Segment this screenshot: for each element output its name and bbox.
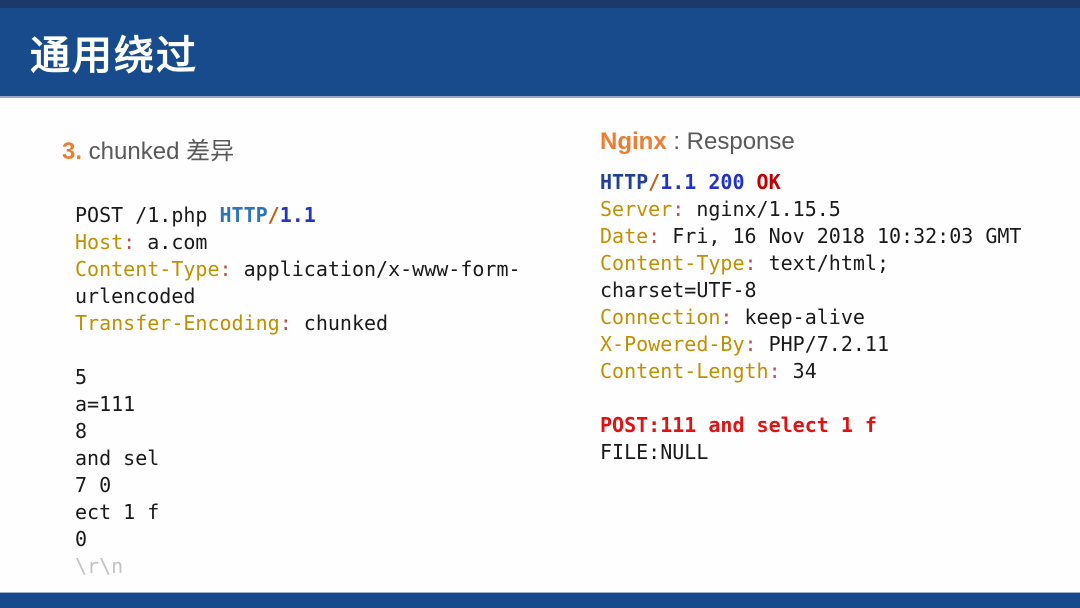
code-line <box>600 385 1060 412</box>
code-line <box>75 337 562 364</box>
code-segment: 1.1 <box>279 203 316 227</box>
code-line: and sel <box>75 445 562 472</box>
bottom-bar <box>0 592 1080 608</box>
code-segment: a=111 <box>75 392 136 416</box>
code-line: ect 1 f <box>75 499 562 526</box>
code-segment: : <box>279 311 292 335</box>
code-line: 5 <box>75 364 562 391</box>
code-line: Date: Fri, 16 Nov 2018 10:32:03 GMT <box>600 223 1060 250</box>
slide-title: 通用绕过 <box>30 34 198 78</box>
code-segment: : <box>720 305 733 329</box>
code-segment: Connection <box>600 305 721 329</box>
code-segment: 0 <box>75 527 88 551</box>
response-heading-server-name: Nginx <box>600 128 667 155</box>
request-heading-text: chunked 差异 <box>82 138 235 165</box>
code-segment: : <box>744 332 757 356</box>
code-segment: charset=UTF-8 <box>600 278 757 302</box>
code-segment: \r\n <box>75 554 124 578</box>
code-line: POST /1.php HTTP/1.1 <box>75 202 562 229</box>
code-segment: Content-Type <box>600 251 745 275</box>
code-segment: Transfer-Encoding <box>75 311 280 335</box>
code-line: 0 <box>75 526 562 553</box>
code-segment: nginx/1.15.5 <box>684 197 841 221</box>
code-segment: / <box>267 203 280 227</box>
code-line: Host: a.com <box>75 229 562 256</box>
code-line: 8 <box>75 418 562 445</box>
code-segment: / <box>648 170 661 194</box>
code-segment: Content-Type <box>75 257 220 281</box>
code-line: Connection: keep-alive <box>600 304 1060 331</box>
code-line: Content-Type: application/x-www-form- <box>75 256 562 283</box>
code-segment: HTTP <box>600 170 649 194</box>
code-segment: application/x-www-form- <box>231 257 521 281</box>
code-segment: : <box>219 257 232 281</box>
code-segment: a.com <box>135 230 208 254</box>
code-line: POST:111 and select 1 f <box>600 412 1060 439</box>
top-strip <box>0 0 1080 8</box>
code-segment: POST:111 and select 1 f <box>600 413 877 437</box>
code-segment: : <box>648 224 661 248</box>
code-segment: keep-alive <box>732 305 865 329</box>
code-line: FILE:NULL <box>600 439 1060 466</box>
code-segment: and sel <box>75 446 160 470</box>
code-segment: : <box>744 251 757 275</box>
response-heading-text: : Response <box>666 128 795 155</box>
request-heading: 3. chunked 差异 <box>62 131 562 166</box>
response-heading: Nginx : Response <box>600 128 1060 156</box>
code-segment: Date <box>600 224 649 248</box>
code-segment: Server <box>600 197 673 221</box>
code-segment: 34 <box>780 359 817 383</box>
code-segment: Fri, 16 Nov 2018 10:32:03 GMT <box>660 224 1022 248</box>
code-segment: POST /1.php <box>75 203 220 227</box>
code-segment: urlencoded <box>75 284 196 308</box>
code-line: Content-Type: text/html; <box>600 250 1060 277</box>
code-line: HTTP/1.1 200 OK <box>600 169 1060 196</box>
code-segment: 5 <box>75 365 88 389</box>
code-segment: : <box>123 230 136 254</box>
code-segment: OK <box>756 170 781 194</box>
code-segment: 8 <box>75 419 88 443</box>
code-line: \r\n <box>75 553 562 580</box>
code-segment: PHP/7.2.11 <box>756 332 889 356</box>
code-segment: chunked <box>291 311 389 335</box>
code-line: Transfer-Encoding: chunked <box>75 310 562 337</box>
code-segment: text/html; <box>756 251 889 275</box>
code-segment: ect 1 f <box>75 500 160 524</box>
request-heading-number: 3. <box>62 138 83 165</box>
code-segment: X-Powered-By <box>600 332 745 356</box>
code-segment: HTTP <box>219 203 268 227</box>
code-segment: : <box>672 197 685 221</box>
code-line: charset=UTF-8 <box>600 277 1060 304</box>
code-segment: 1.1 200 <box>660 170 757 194</box>
code-line: X-Powered-By: PHP/7.2.11 <box>600 331 1060 358</box>
title-band: 通用绕过 <box>0 8 1080 98</box>
code-line: a=111 <box>75 391 562 418</box>
code-segment: : <box>768 359 781 383</box>
code-line: 7 0 <box>75 472 562 499</box>
code-line: Content-Length: 34 <box>600 358 1060 385</box>
code-segment: FILE:NULL <box>600 440 709 464</box>
code-line: Server: nginx/1.15.5 <box>600 196 1060 223</box>
code-segment: Content-Length <box>600 359 769 383</box>
code-line: urlencoded <box>75 283 562 310</box>
code-segment: 7 0 <box>75 473 112 497</box>
code-segment: Host <box>75 230 124 254</box>
